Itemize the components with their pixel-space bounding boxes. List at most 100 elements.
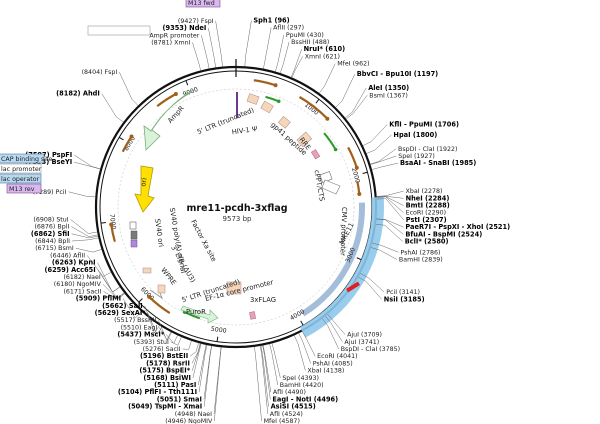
site-leader-line xyxy=(376,196,404,199)
site-leader-line xyxy=(376,196,404,213)
tick-mark xyxy=(185,80,189,86)
restriction-site-label: AjuI (3741) xyxy=(344,339,379,346)
restriction-site-label: AflII (297) xyxy=(273,25,304,32)
restriction-site-label: (6862) SfiI xyxy=(31,230,70,238)
feature-arc xyxy=(265,95,280,103)
feature-arc-head xyxy=(333,147,338,152)
restriction-site-label: EcoRI (4041) xyxy=(317,353,357,360)
restriction-site-label: BclI* (2580) xyxy=(405,238,449,246)
restriction-site-label: (6182) NaeI xyxy=(63,274,100,281)
feature-arc-head xyxy=(276,99,281,104)
insert-highlight-band xyxy=(299,196,384,338)
restriction-site-label: (5104) PflFI - Tth111I xyxy=(118,388,197,396)
restriction-site-label: (5051) SmaI xyxy=(157,395,202,403)
restriction-site-label: (6171) SacII xyxy=(63,288,101,295)
site-leader-line xyxy=(192,343,202,378)
restriction-site-label: PpuMI (430) xyxy=(286,32,324,39)
restriction-site-label: (6844) BplI xyxy=(35,238,70,245)
site-leader-line xyxy=(208,28,216,68)
restriction-site-label: BssHII (488) xyxy=(291,39,329,46)
feature-arc-head xyxy=(129,134,134,139)
tick-mark xyxy=(216,336,219,342)
restriction-site-label: (5909) PflMI xyxy=(76,295,121,303)
site-leader-line xyxy=(366,134,392,154)
restriction-site-labels: Sph1 (96)AflII (297)PpuMI (430)BssHII (4… xyxy=(25,16,510,424)
tick-label: 5000 xyxy=(210,326,227,335)
site-leader-line xyxy=(375,223,403,242)
site-leader-line xyxy=(182,340,192,350)
site-leader-line xyxy=(376,218,404,235)
restriction-site-label: BspDI - ClaI (1922) xyxy=(398,146,457,153)
restriction-site-label: (9427) FspI xyxy=(178,18,214,25)
cmv-label: CMV promoter xyxy=(339,207,349,256)
site-leader-line xyxy=(86,255,112,277)
restriction-site-label: BsmI (1367) xyxy=(369,92,408,99)
feature-arcs xyxy=(109,79,362,320)
site-leader-line xyxy=(263,27,272,69)
tick-label: 2000 xyxy=(350,167,361,184)
tick-mark xyxy=(100,222,106,224)
site-leader-line xyxy=(370,247,398,260)
restriction-site-label: (5178) RsrII xyxy=(146,359,190,367)
site-leader-line xyxy=(254,346,262,422)
restriction-site-label: BfuAI - BspMI (2524) xyxy=(405,230,482,238)
hiv-psi-label: HIV-1 Ψ xyxy=(231,125,258,136)
site-leader-line xyxy=(71,233,99,239)
tick-label: 7000 xyxy=(108,214,117,231)
lac-operator-label: lac operator xyxy=(1,176,40,183)
site-leader-line xyxy=(370,155,397,165)
feature-arc-head xyxy=(173,92,178,96)
feature-arc-head xyxy=(109,222,114,227)
site-leader-line xyxy=(259,345,269,414)
site-leader-line xyxy=(190,342,199,357)
site-leader-line xyxy=(215,20,223,67)
site-leader-line xyxy=(74,154,101,170)
ori-label: ori xyxy=(139,177,148,187)
restriction-site-label: (7593) BseYI xyxy=(25,158,72,166)
factor-xa-label: Factor Xa site xyxy=(189,218,218,263)
restriction-site-label: (5175) BspEI* xyxy=(139,367,190,375)
feature-boxes xyxy=(129,92,341,324)
restriction-site-label: (9353) NdeI xyxy=(163,24,207,32)
site-leader-line xyxy=(158,327,172,341)
site-leader-line xyxy=(345,87,367,119)
restriction-site-label: PciI (3141) xyxy=(386,289,420,296)
m13-fwd-label: M13 fwd xyxy=(188,0,215,7)
site-leader-line xyxy=(291,56,303,78)
site-leader-line xyxy=(122,298,142,319)
site-leader-line xyxy=(72,237,99,242)
site-leader-line xyxy=(376,190,404,197)
feature-arc-head xyxy=(147,294,152,299)
restriction-site-label: EagI - NotI (4496) xyxy=(272,395,338,403)
site-leader-line xyxy=(280,41,290,74)
site-leader-line xyxy=(319,63,336,94)
restriction-site-label: (5111) PasI xyxy=(154,381,196,389)
restriction-site-label: NsiI (3185) xyxy=(384,295,425,303)
tick-mark xyxy=(362,171,368,175)
tick-label: 4000 xyxy=(289,308,306,322)
site-leader-line xyxy=(213,347,222,414)
site-leader-line xyxy=(325,315,343,342)
site-leader-line xyxy=(302,331,316,357)
site-leader-line xyxy=(358,276,382,300)
restriction-site-label: BmtI (2288) xyxy=(406,202,450,210)
restriction-site-label: (5196) BstEII xyxy=(140,352,188,360)
mre11-feature-arrow xyxy=(301,202,365,317)
restriction-site-label: BspDI - ClaI (3785) xyxy=(341,346,400,353)
site-leader-line xyxy=(362,124,388,146)
wpre-label: WPRE xyxy=(159,266,178,287)
restriction-site-label: (7597) PspFI xyxy=(25,151,72,159)
restriction-site-label: NheI (2284) xyxy=(406,194,450,202)
restriction-site-label: XbaI (4138) xyxy=(307,368,344,375)
site-leader-line xyxy=(192,42,201,71)
restriction-site-label: EcoRI (2290) xyxy=(406,210,446,217)
feature-arc-head xyxy=(273,83,278,88)
restriction-site-label: (5437) MscI* xyxy=(117,331,165,339)
restriction-site-label: AleI (1350) xyxy=(368,84,409,92)
restriction-site-label: BamHI (4420) xyxy=(280,382,324,389)
ampr-label: AmpR xyxy=(166,104,186,125)
restriction-site-label: XmnI (621) xyxy=(305,53,340,60)
flag-label: 3xFLAG xyxy=(250,296,276,304)
restriction-site-label: (8404) FspI xyxy=(82,69,118,76)
site-leader-line xyxy=(119,71,139,106)
